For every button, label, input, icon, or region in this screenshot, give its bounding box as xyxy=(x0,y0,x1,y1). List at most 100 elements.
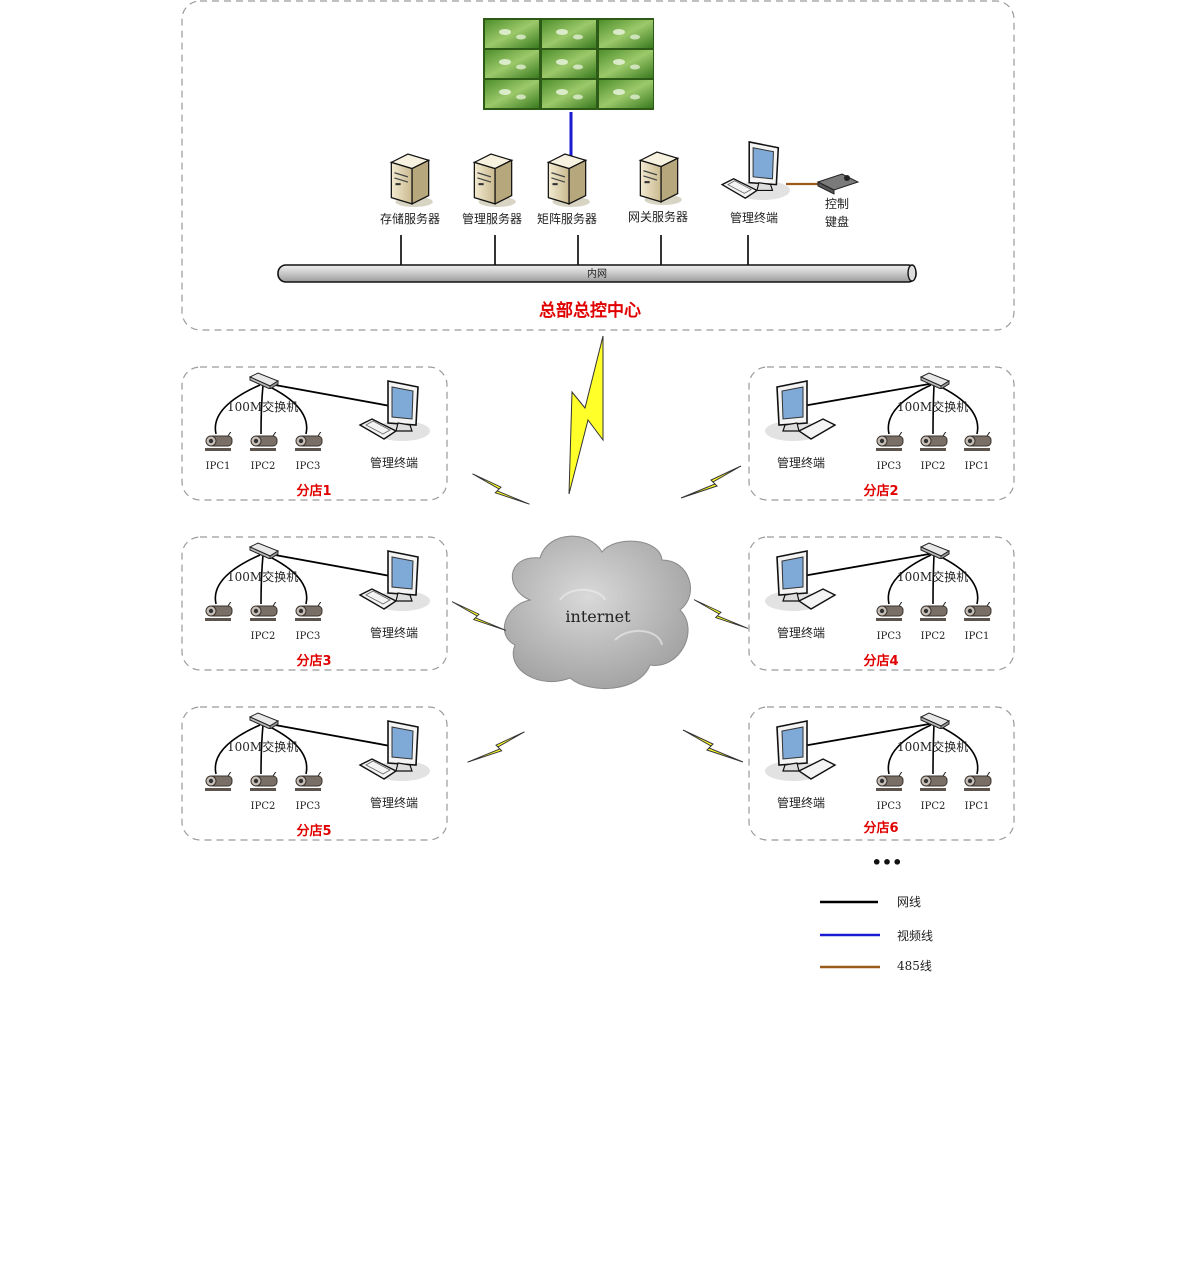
branch2-terminal-icon xyxy=(764,380,836,442)
branch4-terminal-icon xyxy=(764,550,836,612)
branch1-ipc2-label: IPC2 xyxy=(251,461,276,472)
branch5-switch-icon xyxy=(249,712,279,729)
branch1-link-bolt xyxy=(471,473,531,505)
branch1-terminal-icon xyxy=(359,380,431,442)
video-wall-tile xyxy=(599,20,653,48)
branch5-ipc3-label: IPC3 xyxy=(296,801,321,812)
control-keyboard-label-1: 控制 xyxy=(825,197,849,211)
branch1-ipc1-label: IPC1 xyxy=(206,461,231,472)
branch4-ipc1-label: IPC1 xyxy=(965,631,990,642)
branch2-ipc1-label: IPC1 xyxy=(965,461,990,472)
branch1-switch-label: 100M交换机 xyxy=(227,399,298,414)
branch2-switch-icon xyxy=(920,372,950,389)
internet-cloud xyxy=(503,535,691,689)
hq-boundary xyxy=(181,0,1015,331)
branch3-switch-icon xyxy=(249,542,279,559)
branch3-camera-icon xyxy=(294,602,323,622)
lan-drops xyxy=(400,235,749,266)
branch3-ipc2-label: IPC2 xyxy=(251,631,276,642)
branch1-camera-icon xyxy=(204,432,233,452)
branch1-camera-icon xyxy=(294,432,323,452)
video-wall-tile xyxy=(542,50,596,78)
branch2-boundary xyxy=(748,366,1015,501)
branch5-ipc2-label: IPC2 xyxy=(251,801,276,812)
branch1-boundary xyxy=(181,366,448,501)
branch2-terminal-label: 管理终端 xyxy=(777,455,825,470)
branch4-boundary xyxy=(748,536,1015,671)
branch6-ipc2-label: IPC2 xyxy=(921,801,946,812)
branch5-terminal-label: 管理终端 xyxy=(370,795,418,810)
lan-label: 内网 xyxy=(587,267,607,280)
branch6-switch-icon xyxy=(920,712,950,729)
matrix-server-icon xyxy=(547,153,590,208)
branch6-link-bolt xyxy=(682,729,744,763)
video-wall-tile xyxy=(485,80,539,108)
video-wall-tile xyxy=(485,20,539,48)
branch3-boundary xyxy=(181,536,448,671)
gateway-server-label: 网关服务器 xyxy=(628,209,688,224)
hq-wan-link-bolt xyxy=(568,335,604,495)
control-keyboard-icon xyxy=(816,173,860,195)
branch6-switch-label: 100M交换机 xyxy=(897,739,968,754)
legend: 网线 视频线 485线 xyxy=(820,895,933,973)
branch4-ipc2-label: IPC2 xyxy=(921,631,946,642)
branch1-ipc3-label: IPC3 xyxy=(296,461,321,472)
branch4-title: 分店4 xyxy=(863,653,898,669)
hq-terminal-label: 管理终端 xyxy=(730,210,778,225)
branch6-boundary xyxy=(748,706,1015,841)
branch6-terminal-label: 管理终端 xyxy=(777,795,825,810)
control-keyboard-label-2: 键盘 xyxy=(825,214,849,229)
branch6-ipc1-label: IPC1 xyxy=(965,801,990,812)
more-branches-ellipsis: ••• xyxy=(872,853,903,872)
branch3-terminal-icon xyxy=(359,550,431,612)
branch3-title: 分店3 xyxy=(296,653,331,669)
legend-label-network: 网线 xyxy=(897,895,921,909)
branch3-camera-icon xyxy=(249,602,278,622)
legend-label-485: 485线 xyxy=(897,959,932,973)
internet-label: internet xyxy=(565,607,631,626)
video-wall-tile xyxy=(599,50,653,78)
branch5-title: 分店5 xyxy=(296,823,331,839)
branch5-link-bolt xyxy=(467,731,525,763)
hq-terminal-icon xyxy=(721,141,791,201)
management-server-label: 管理服务器 xyxy=(462,211,522,226)
branch1-switch-icon xyxy=(249,372,279,389)
management-server-icon xyxy=(473,153,516,208)
hq-title: 总部总控中心 xyxy=(539,300,641,321)
storage-server-icon xyxy=(390,153,433,208)
video-wall xyxy=(483,18,654,110)
branch5-camera-icon xyxy=(294,772,323,792)
branch5-camera-icon xyxy=(204,772,233,792)
branch4-switch-label: 100M交换机 xyxy=(897,569,968,584)
branch1-camera-icon xyxy=(249,432,278,452)
matrix-server-label: 矩阵服务器 xyxy=(537,211,597,226)
branch2-link-bolt xyxy=(680,465,742,499)
branch1-terminal-label: 管理终端 xyxy=(370,455,418,470)
branch3-terminal-label: 管理终端 xyxy=(370,625,418,640)
storage-server-label: 存储服务器 xyxy=(380,211,440,226)
video-wall-tile xyxy=(542,80,596,108)
branch6-terminal-icon xyxy=(764,720,836,782)
branch4-switch-icon xyxy=(920,542,950,559)
branch5-camera-icon xyxy=(249,772,278,792)
branch3-ipc3-label: IPC3 xyxy=(296,631,321,642)
branch3-link-bolt xyxy=(451,601,507,631)
video-wall-tile xyxy=(542,20,596,48)
branch4-ipc3-label: IPC3 xyxy=(877,631,902,642)
branch4-terminal-label: 管理终端 xyxy=(777,625,825,640)
branch2-switch-label: 100M交换机 xyxy=(897,399,968,414)
branch6-title: 分店6 xyxy=(863,820,898,836)
video-wall-tile xyxy=(485,50,539,78)
branch5-terminal-icon xyxy=(359,720,431,782)
gateway-server-icon xyxy=(639,151,682,206)
branch2-title: 分店2 xyxy=(863,483,898,499)
branch5-boundary xyxy=(181,706,448,841)
branch2-ipc3-label: IPC3 xyxy=(877,461,902,472)
branch1-title: 分店1 xyxy=(296,483,331,499)
video-wall-tile xyxy=(599,80,653,108)
